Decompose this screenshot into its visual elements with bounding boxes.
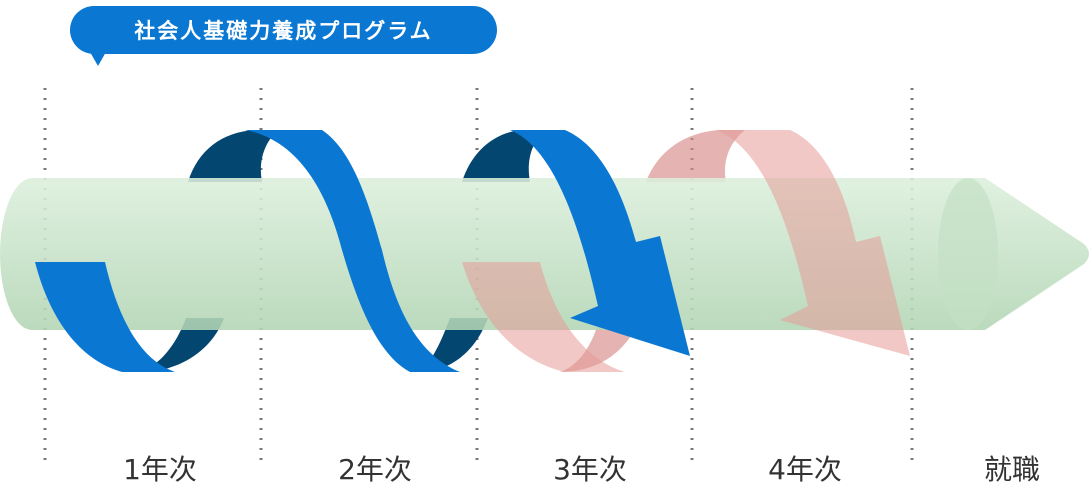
bubble-tail: [90, 52, 106, 66]
stage-label-employment: 就職: [983, 453, 1040, 486]
stage-label-year1: 1年次: [123, 453, 197, 486]
stage-label-year3: 3年次: [553, 453, 627, 486]
program-label-bubble: 社会人基礎力養成プログラム: [70, 6, 497, 54]
stage-label-year2: 2年次: [338, 453, 412, 486]
cylinder-end: [938, 178, 998, 330]
stage-label-year4: 4年次: [768, 453, 842, 486]
ribbon-front: [35, 130, 910, 372]
